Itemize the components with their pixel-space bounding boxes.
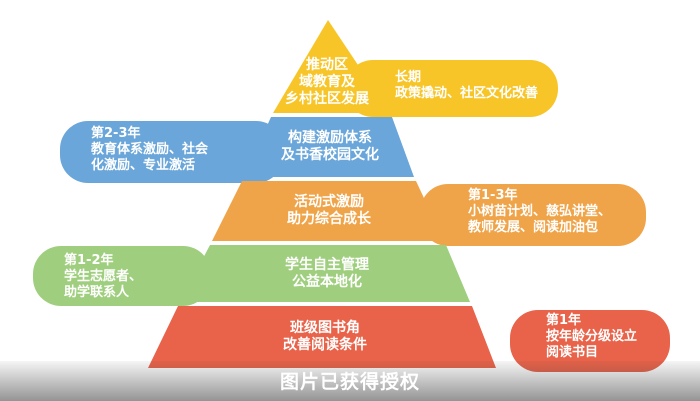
callout-year-1-3: 第1-3年 小树苗计划、慈弘讲堂、 教师发展、阅读加油包	[468, 188, 611, 236]
callout-long-term: 长期 政策撬动、社区文化改善	[395, 70, 538, 102]
pyramid-level-5	[148, 306, 496, 368]
pyramid-level-4	[180, 245, 470, 302]
callout-year-1-2-line-2: 助学联系人	[64, 284, 130, 300]
pyramid-level-2-text: 构建激励体系 及书香校园文化	[281, 130, 379, 164]
callout-year-1: 第1年 按年龄分级设立 阅读书目	[546, 313, 637, 361]
pyramid-level-3	[212, 181, 444, 241]
level-1-line-3: 乡村社区发展	[285, 91, 369, 108]
callout-year-2-3-line-1: 教育体系激励、社会	[91, 141, 209, 157]
level-1-line-2: 域教育及	[299, 74, 355, 91]
callout-year-2-3-line-2: 化激励、专业激活	[91, 157, 196, 173]
callout-year-1-3-line-1: 小树苗计划、慈弘讲堂、	[468, 203, 612, 219]
callout-year-2-3-heading: 第2-3年	[91, 126, 141, 141]
callout-pill-year-2-3	[60, 121, 284, 183]
level-5-line-1: 班级图书角	[290, 320, 360, 336]
callout-pill-long-term	[345, 60, 558, 117]
callout-year-2-3: 第2-3年 教育体系激励、社会 化激励、专业激活	[91, 126, 208, 174]
level-2-line-2: 及书香校园文化	[281, 147, 379, 164]
callout-pill-year-1-2	[33, 246, 211, 306]
callout-pill-year-1-3	[420, 184, 646, 246]
pyramid-level-4-text: 学生自主管理 公益本地化	[285, 257, 369, 291]
level-4-line-2: 公益本地化	[292, 274, 362, 291]
callout-long-term-heading: 长期	[395, 70, 422, 85]
callout-year-1-line-1: 按年龄分级设立	[546, 328, 638, 344]
pyramid-level-3-text: 活动式激励 助力综合成长	[287, 194, 371, 228]
callout-pill-year-1	[510, 310, 670, 372]
callout-long-term-line-1: 政策撬动、社区文化改善	[395, 85, 539, 101]
callout-year-1-2-heading: 第1-2年	[64, 253, 114, 268]
callout-year-1-line-2: 阅读书目	[546, 344, 599, 360]
watermark-bar	[0, 361, 700, 401]
watermark-text: 图片已获得授权	[279, 371, 421, 393]
level-2-line-1: 构建激励体系	[288, 130, 372, 146]
callout-year-1-2-line-1: 学生志愿者、	[64, 268, 143, 284]
pyramid-level-1	[273, 20, 390, 113]
pyramid-level-5-text: 班级图书角 改善阅读条件	[283, 320, 367, 354]
pyramid-level-1-text: 推动区 域教育及 乡村社区发展	[285, 57, 369, 108]
level-3-line-2: 助力综合成长	[287, 211, 371, 228]
callout-year-1-3-heading: 第1-3年	[468, 188, 518, 203]
level-4-line-1: 学生自主管理	[285, 257, 369, 273]
callout-year-1-2: 第1-2年 学生志愿者、 助学联系人	[64, 253, 142, 301]
level-5-line-2: 改善阅读条件	[283, 337, 367, 354]
level-3-line-1: 活动式激励	[294, 194, 364, 210]
callout-year-1-heading: 第1年	[546, 313, 582, 328]
pyramid-level-2	[244, 117, 414, 177]
callout-year-1-3-line-2: 教师发展、阅读加油包	[468, 219, 599, 235]
level-1-line-1: 推动区	[306, 57, 348, 73]
